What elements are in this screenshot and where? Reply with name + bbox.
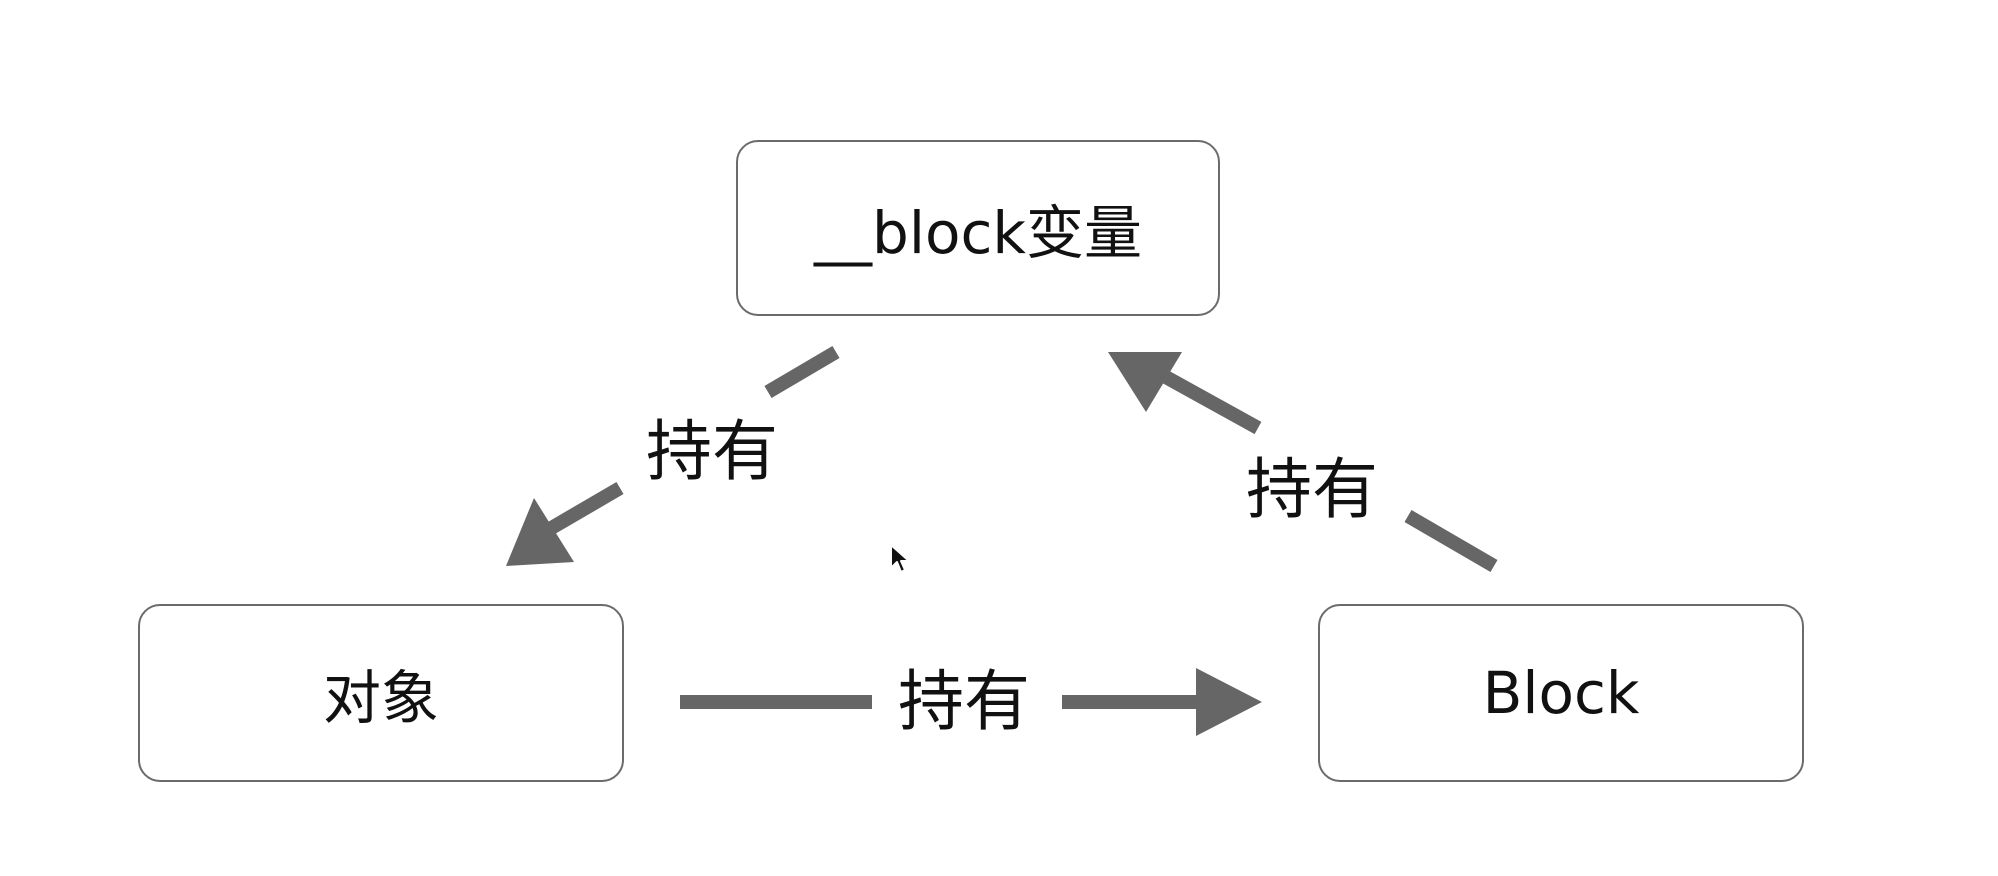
- arrow-head: [506, 498, 574, 566]
- holds-label-bottom: 持有: [898, 663, 1030, 740]
- holds-label-left: 持有: [646, 413, 778, 490]
- arrow-head: [1108, 352, 1182, 412]
- holds-label-right: 持有: [1246, 451, 1378, 528]
- mouse-cursor-icon: [890, 544, 910, 573]
- block-variable-label: __block变量: [814, 199, 1142, 267]
- object-label: 对象: [322, 664, 439, 732]
- block-variable-node: __block变量: [736, 140, 1220, 316]
- arrow-line: [764, 345, 840, 399]
- arrow-block-to-block-variable: [1108, 352, 1498, 573]
- object-node: 对象: [138, 604, 624, 782]
- arrow-object-to-block: [680, 668, 1262, 736]
- arrow-head: [1196, 668, 1262, 736]
- arrow-block-variable-to-object: [506, 345, 840, 566]
- block-label: Block: [1482, 659, 1640, 727]
- arrow-line: [1160, 369, 1262, 435]
- arrow-line: [1404, 509, 1498, 573]
- arrow-line: [544, 481, 624, 537]
- block-node: Block: [1318, 604, 1804, 782]
